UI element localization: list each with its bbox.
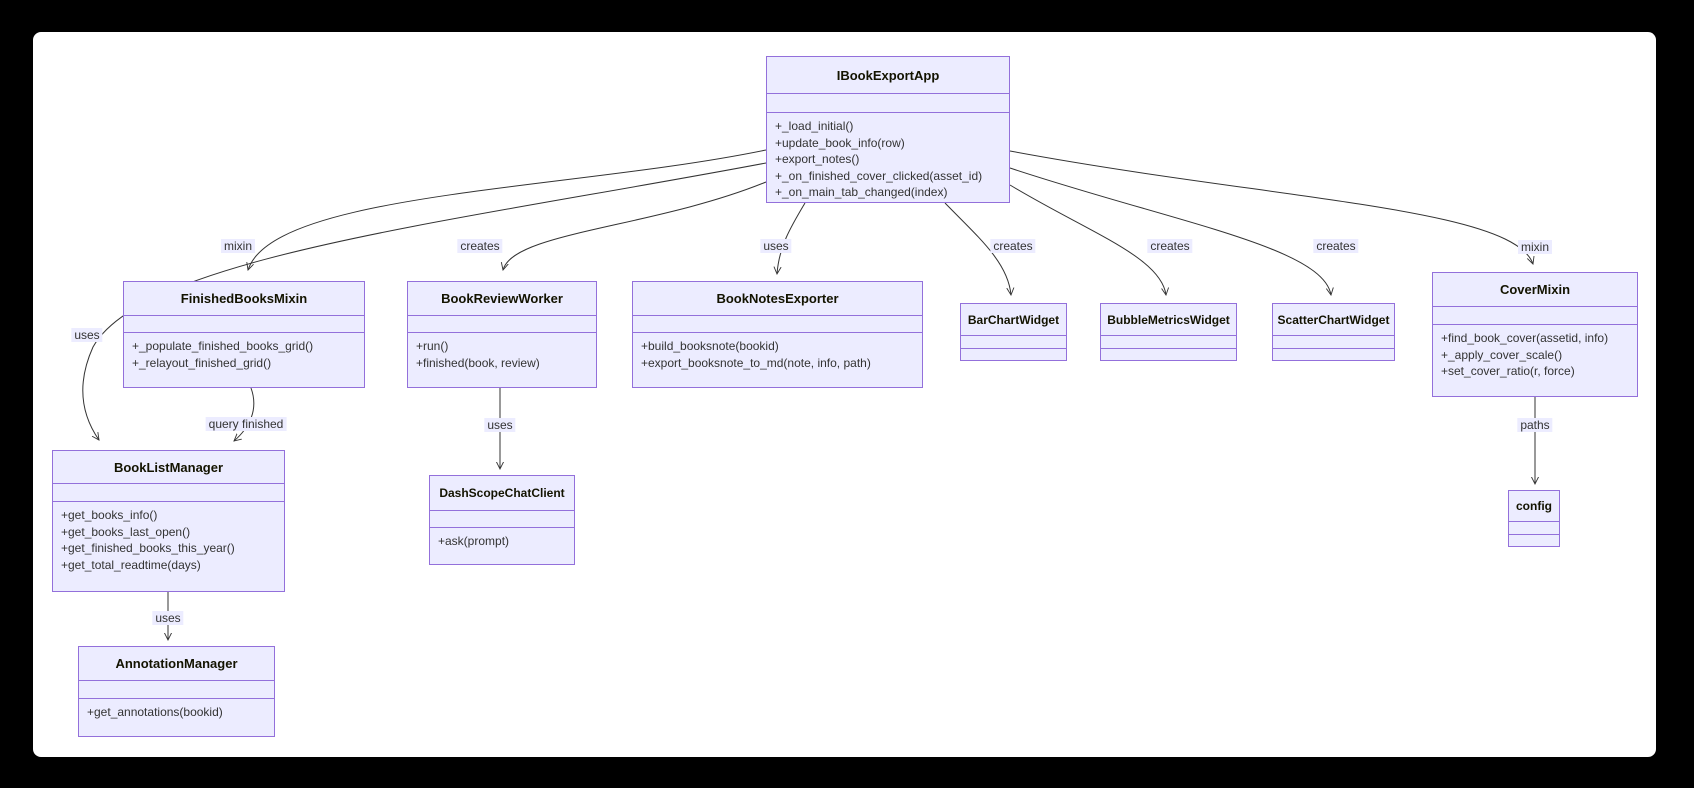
method: +find_book_cover(assetid, info) bbox=[1441, 331, 1609, 345]
edge-app-covermixin bbox=[1009, 150, 1533, 264]
edge-label-uses-booklist: uses bbox=[71, 328, 103, 342]
methods-compartment: +ask(prompt) bbox=[430, 528, 574, 550]
attributes-compartment bbox=[79, 681, 274, 699]
diagram-canvas: mixin creates uses creates creates creat… bbox=[33, 32, 1656, 757]
edge-label-creates-scatter: creates bbox=[1313, 239, 1359, 253]
methods-compartment: +build_booksnote(bookid) +export_booksno… bbox=[633, 333, 922, 371]
class-config: config bbox=[1508, 490, 1560, 547]
methods-compartment: +_populate_finished_books_grid() +_relay… bbox=[124, 333, 364, 371]
method: +ask(prompt) bbox=[438, 534, 510, 548]
edge-label-uses-notes: uses bbox=[760, 239, 792, 253]
method: +_relayout_finished_grid() bbox=[132, 355, 272, 370]
class-dashscopechatclient: DashScopeChatClient +ask(prompt) bbox=[429, 475, 575, 565]
method: +_on_main_tab_changed(index) bbox=[775, 185, 948, 199]
method: +export_booksnote_to_md(note, info, path… bbox=[641, 355, 871, 370]
edge-label-paths-config: paths bbox=[1517, 418, 1553, 432]
edge-label-creates-bubble: creates bbox=[1147, 239, 1193, 253]
class-booklistmanager: BookListManager +get_books_info() +get_b… bbox=[52, 450, 285, 592]
edge-label-uses-annotation: uses bbox=[152, 611, 184, 625]
edge-app-booknotesexporter bbox=[777, 202, 806, 274]
attributes-compartment bbox=[1101, 336, 1236, 349]
method: +_load_initial() bbox=[775, 119, 854, 133]
edge-app-bookreviewworker bbox=[503, 181, 767, 270]
methods-compartment: +run() +finished(book, review) bbox=[408, 333, 596, 371]
class-covermixin: CoverMixin +find_book_cover(assetid, inf… bbox=[1432, 272, 1638, 397]
edge-label-creates-bar: creates bbox=[990, 239, 1036, 253]
method: +get_finished_books_this_year() bbox=[61, 541, 235, 555]
method: +build_booksnote(bookid) bbox=[641, 339, 779, 353]
edge-label-query-finished: query finished bbox=[205, 417, 287, 431]
attributes-compartment bbox=[408, 316, 596, 333]
class-ibookexportapp: IBookExportApp +_load_initial() +update_… bbox=[766, 56, 1010, 203]
method: +get_books_last_open() bbox=[61, 524, 191, 539]
method: +finished(book, review) bbox=[416, 355, 540, 370]
attributes-compartment bbox=[430, 511, 574, 528]
method: +_populate_finished_books_grid() bbox=[132, 339, 314, 353]
method: +export_notes() bbox=[775, 152, 860, 166]
class-scatterchartwidget: ScatterChartWidget bbox=[1272, 303, 1395, 361]
method: +_on_finished_cover_clicked(asset_id) bbox=[775, 168, 983, 183]
method: +update_book_info(row) bbox=[775, 135, 905, 150]
class-finishedbooksmixin: FinishedBooksMixin +_populate_finished_b… bbox=[123, 281, 365, 388]
methods-compartment: +_load_initial() +update_book_info(row) … bbox=[767, 113, 1009, 201]
methods-compartment bbox=[1273, 349, 1394, 361]
methods-compartment: +get_annotations(bookid) bbox=[79, 699, 274, 721]
methods-compartment bbox=[1101, 349, 1236, 361]
method: +get_books_info() bbox=[61, 508, 158, 522]
methods-compartment bbox=[1509, 535, 1559, 547]
edge-app-finishedbooksmixin bbox=[248, 149, 767, 270]
edge-label-uses-dashscope: uses bbox=[484, 418, 516, 432]
method: +get_total_readtime(days) bbox=[61, 557, 201, 572]
relationship-edges bbox=[82, 149, 1656, 757]
class-bubblemetricswidget: BubbleMetricsWidget bbox=[1100, 303, 1237, 361]
class-title: DashScopeChatClient bbox=[430, 476, 574, 511]
method: +_apply_cover_scale() bbox=[1441, 347, 1563, 362]
methods-compartment: +find_book_cover(assetid, info) +_apply_… bbox=[1433, 325, 1637, 380]
edge-app-barchartwidget bbox=[944, 202, 1011, 295]
edge-label-mixin-finished: mixin bbox=[220, 239, 256, 253]
class-title: AnnotationManager bbox=[79, 647, 274, 681]
attributes-compartment bbox=[1509, 522, 1559, 535]
attributes-compartment bbox=[633, 316, 922, 333]
edge-finishedbooksmixin-booklistmanager bbox=[234, 387, 255, 441]
class-title: BookReviewWorker bbox=[408, 282, 596, 316]
class-annotationmanager: AnnotationManager +get_annotations(booki… bbox=[78, 646, 275, 737]
class-booknotesexporter: BookNotesExporter +build_booksnote(booki… bbox=[632, 281, 923, 388]
class-bookreviewworker: BookReviewWorker +run() +finished(book, … bbox=[407, 281, 597, 388]
edge-app-scatterchartwidget bbox=[1009, 167, 1331, 295]
attributes-compartment bbox=[1433, 307, 1637, 325]
class-title: BookNotesExporter bbox=[633, 282, 922, 316]
class-title: ScatterChartWidget bbox=[1273, 304, 1394, 336]
attributes-compartment bbox=[961, 336, 1066, 349]
class-title: BarChartWidget bbox=[961, 304, 1066, 336]
attributes-compartment bbox=[124, 316, 364, 333]
class-title: BookListManager bbox=[53, 451, 284, 484]
method: +set_cover_ratio(r, force) bbox=[1441, 364, 1575, 378]
attributes-compartment bbox=[1273, 336, 1394, 349]
method: +get_annotations(bookid) bbox=[87, 705, 223, 719]
class-title: IBookExportApp bbox=[767, 57, 1009, 94]
methods-compartment: +get_books_info() +get_books_last_open()… bbox=[53, 502, 284, 573]
method: +run() bbox=[416, 339, 449, 353]
methods-compartment bbox=[961, 349, 1066, 361]
class-title: FinishedBooksMixin bbox=[124, 282, 364, 316]
edge-label-mixin-cover: mixin bbox=[1517, 240, 1553, 254]
edge-label-creates-review: creates bbox=[457, 239, 503, 253]
class-barchartwidget: BarChartWidget bbox=[960, 303, 1067, 361]
attributes-compartment bbox=[767, 94, 1009, 113]
attributes-compartment bbox=[53, 484, 284, 502]
edge-app-bubblemetricswidget bbox=[1009, 184, 1166, 295]
class-title: config bbox=[1509, 491, 1559, 522]
class-title: BubbleMetricsWidget bbox=[1101, 304, 1236, 336]
class-title: CoverMixin bbox=[1433, 273, 1637, 307]
